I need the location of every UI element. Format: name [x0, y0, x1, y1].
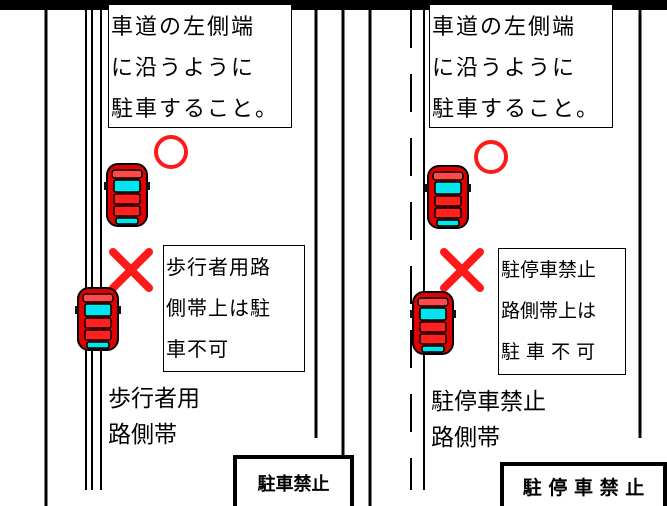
ng-x-icon: [444, 252, 480, 288]
sign-left: 駐車禁止: [233, 455, 354, 506]
instruction-line: 車道の左側端: [432, 15, 577, 40]
ok-circle-icon: [474, 140, 508, 174]
prohibition-line: 側帯上は駐: [166, 296, 271, 320]
ng-x-icon: [113, 252, 149, 288]
car-icon: [424, 165, 472, 229]
ok-circle-icon: [154, 135, 188, 169]
instruction-box-left: 車道の左側端 に沿うように 駐車すること。: [108, 4, 292, 128]
zone-label-left: 歩行者用 路側帯: [108, 381, 200, 453]
prohibition-line: 路側帯上は: [501, 300, 597, 322]
instruction-line: 車道の左側端: [111, 15, 256, 40]
zone-label-line: 路側帯: [108, 422, 177, 448]
zone-label-line: 路側帯: [431, 425, 500, 451]
instruction-line: に沿うように: [432, 56, 577, 81]
sign-label: 駐車禁止: [257, 473, 330, 495]
car-icon: [409, 291, 457, 355]
zone-label-right: 駐停車禁止 路側帯: [431, 384, 546, 456]
instruction-box-right: 車道の左側端 に沿うように 駐車すること。: [429, 4, 613, 128]
car-icon: [74, 287, 122, 351]
prohibition-box-right: 駐停車禁止 路側帯上は 駐 車 不 可: [498, 248, 626, 375]
prohibition-line: 駐停車禁止: [501, 259, 597, 281]
prohibition-line: 歩行者用路: [166, 255, 271, 279]
prohibition-line: 車不可: [166, 337, 229, 361]
sign-label: 駐 停 車 禁 止: [522, 476, 645, 499]
prohibition-box-left: 歩行者用路 側帯上は駐 車不可: [163, 245, 305, 372]
car-icon: [103, 163, 151, 227]
zone-label-line: 駐停車禁止: [431, 389, 546, 415]
instruction-line: 駐車すること。: [432, 97, 601, 122]
sign-right: 駐 停 車 禁 止: [500, 462, 667, 506]
prohibition-line: 駐 車 不 可: [501, 341, 596, 363]
instruction-line: 駐車すること。: [111, 97, 280, 122]
instruction-line: に沿うように: [111, 56, 256, 81]
zone-label-line: 歩行者用: [108, 386, 200, 412]
